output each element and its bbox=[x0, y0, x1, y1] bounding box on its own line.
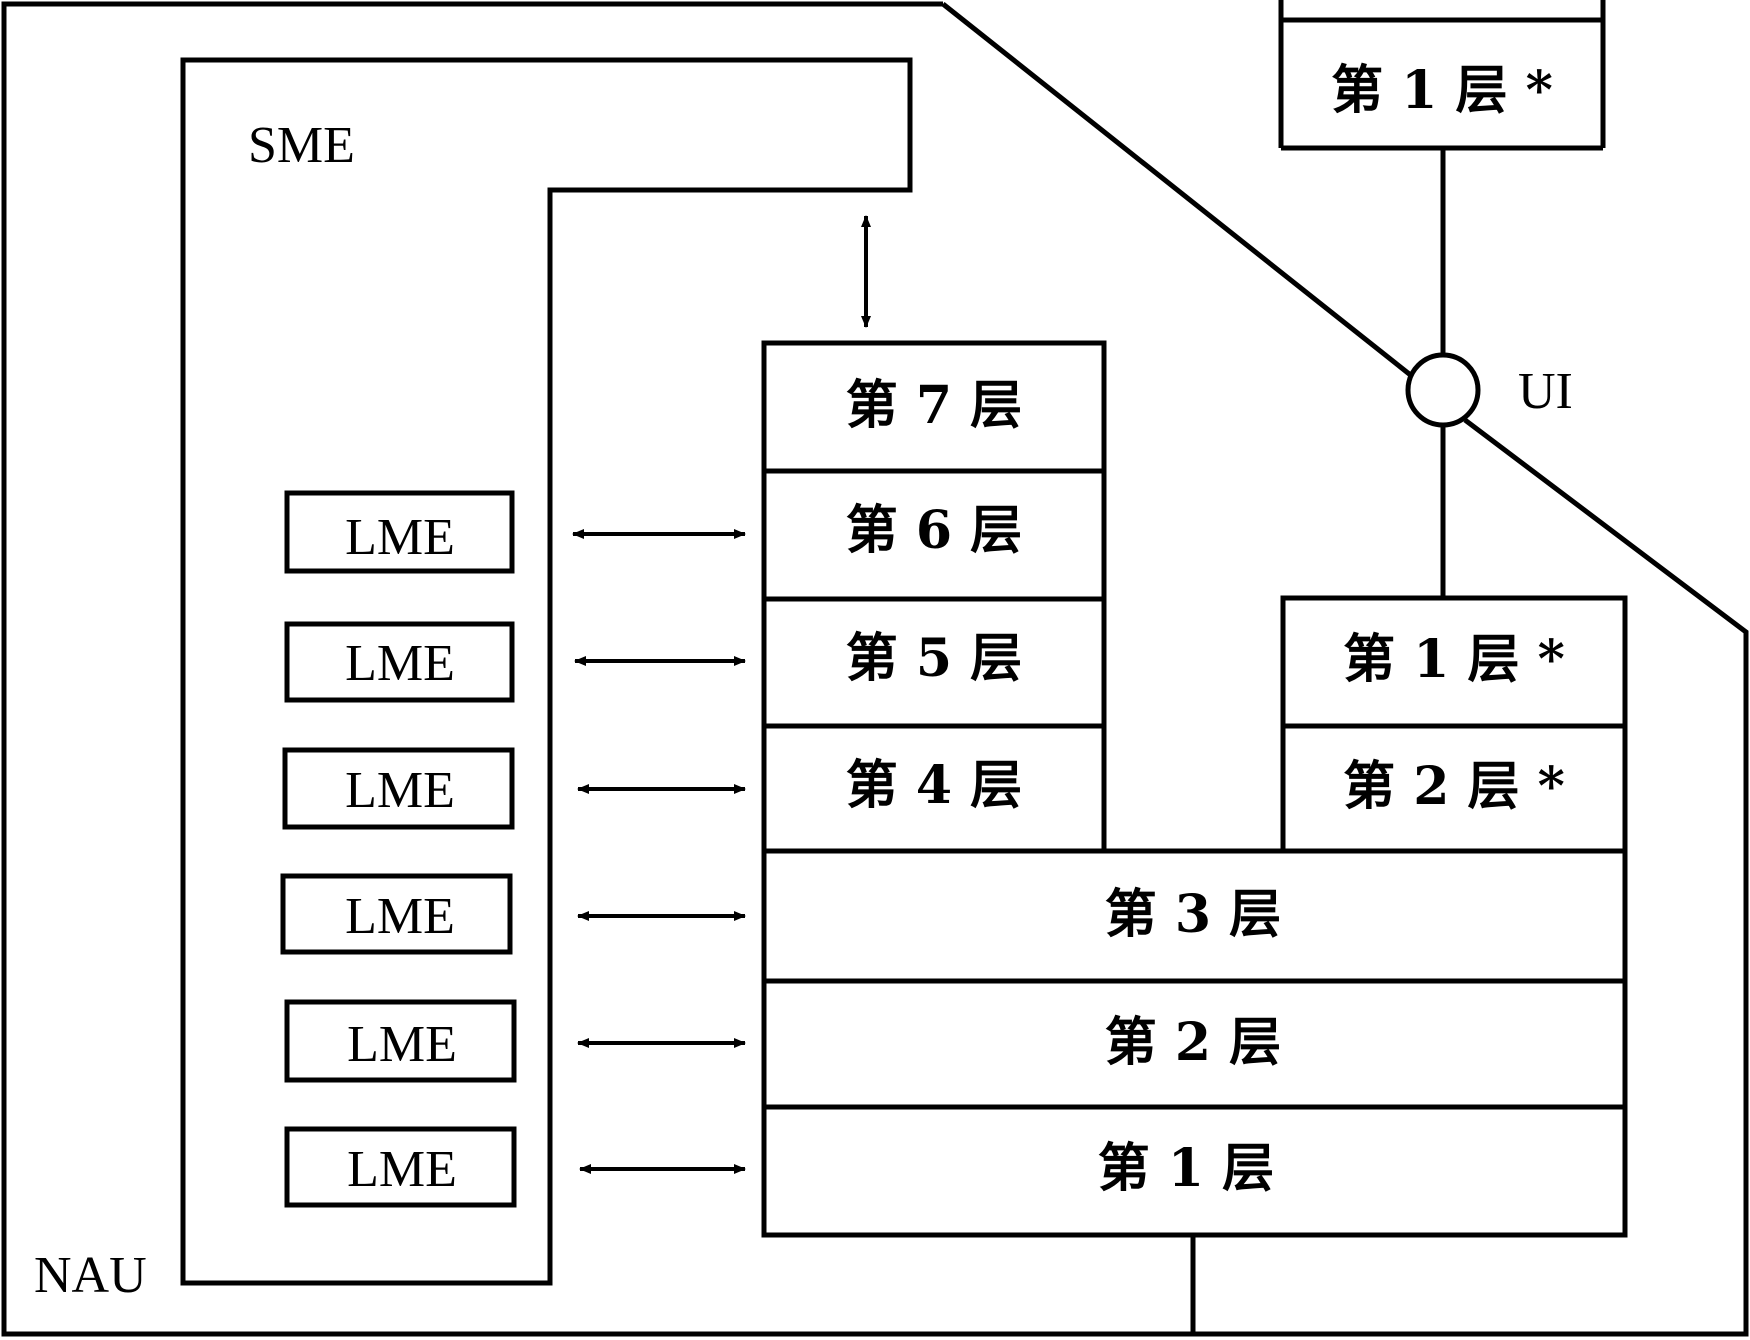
layer-7-box bbox=[761, 340, 1107, 474]
top-layer-1-label: 第 1 层 * bbox=[1331, 60, 1553, 121]
lme-box-4 bbox=[282, 747, 515, 830]
relay-layer-1-label: 第 1 层 * bbox=[1343, 629, 1565, 690]
lme-box-2 bbox=[284, 999, 517, 1083]
layer-1-label: 第 1 层 bbox=[1098, 1138, 1274, 1199]
layer-1-box bbox=[761, 1104, 1628, 1238]
sme-label: SME bbox=[248, 117, 355, 174]
lme-box-6 bbox=[284, 490, 515, 574]
sme-block bbox=[180, 57, 913, 1286]
lme-box-3 bbox=[280, 873, 513, 955]
lme-label-5: LME bbox=[345, 635, 455, 692]
nau-label: NAU bbox=[34, 1247, 147, 1304]
lme-label-1: LME bbox=[347, 1141, 457, 1198]
lme-label-2: LME bbox=[347, 1016, 457, 1073]
layer-4-label: 第 4 层 bbox=[846, 755, 1022, 816]
layer-5-label: 第 5 层 bbox=[846, 628, 1022, 689]
layer-7-label: 第 7 层 bbox=[846, 375, 1022, 436]
layer-5-box bbox=[761, 596, 1107, 729]
layer-6-box bbox=[761, 468, 1107, 602]
relay-layer-2-label: 第 2 层 * bbox=[1343, 756, 1565, 817]
layer-6-label: 第 6 层 bbox=[846, 500, 1022, 561]
lme-label-6: LME bbox=[345, 509, 455, 566]
lme-box-5 bbox=[284, 621, 515, 703]
lme-box-1 bbox=[284, 1126, 517, 1208]
ui-label: UI bbox=[1518, 363, 1573, 420]
ui-interface-circle bbox=[1405, 352, 1481, 428]
lme-label-3: LME bbox=[345, 888, 455, 945]
layer-2-label: 第 2 层 bbox=[1105, 1012, 1281, 1073]
layer-3-label: 第 3 层 bbox=[1105, 884, 1281, 945]
layer-2-box bbox=[761, 978, 1628, 1110]
nau-boundary-diagonal bbox=[941, 2, 1415, 379]
lme-label-4: LME bbox=[345, 762, 455, 819]
layer-3-box bbox=[761, 848, 1628, 984]
